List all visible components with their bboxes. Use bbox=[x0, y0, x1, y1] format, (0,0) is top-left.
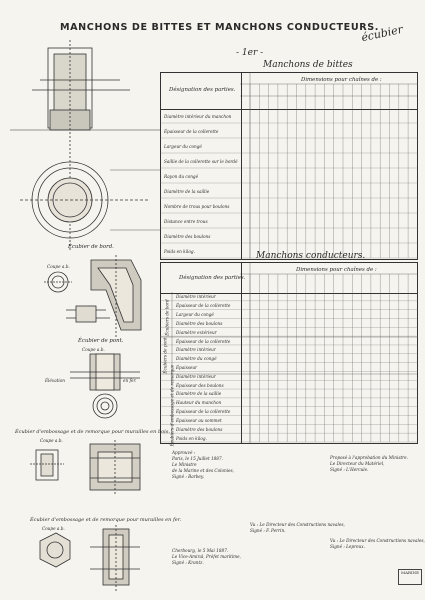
conductor-sleeve-table: Désignation des parties. Dimensions pour… bbox=[160, 262, 418, 447]
page-title: MANCHONS DE BITTES ET MANCHONS CONDUCTEU… bbox=[60, 22, 379, 33]
table2-designation-header: Désignation des parties. bbox=[179, 275, 246, 281]
hawse-pipe-bord-drawing bbox=[44, 255, 142, 338]
table-row-label: Épaisseur bbox=[176, 365, 198, 370]
label-coupe-1: Coupe a.b. bbox=[47, 264, 70, 269]
table-row-label: Diamètre des boulons bbox=[164, 233, 211, 239]
table1-header bbox=[161, 73, 417, 110]
table-row-label: Distance entre trous bbox=[164, 218, 208, 224]
table-row-label: Poids en kilog. bbox=[176, 435, 207, 441]
table-row-label: Épaisseur des boulons bbox=[176, 382, 224, 388]
table-row-label: Largeur du congé bbox=[176, 312, 214, 318]
footer-director: Vu : Le Directeur des Constructions nava… bbox=[250, 522, 345, 533]
table-row-label: Épaisseur de la collerette bbox=[164, 128, 219, 134]
table-row-label: Diamètre extérieur bbox=[176, 329, 217, 335]
table2-designation-column bbox=[161, 263, 242, 443]
label-elevation: Élévation bbox=[45, 378, 65, 383]
table1-designation-header: Désignation des parties. bbox=[169, 87, 236, 93]
footer-approved-left: Approuvé :Paris, le 15 Juillet 1887.Le M… bbox=[172, 450, 234, 479]
label-ecubier-bord: Écubier de bord. bbox=[68, 244, 114, 250]
label-ecubier-bois: Écubier d'embossage et de remorque pour … bbox=[15, 429, 170, 435]
label-coupe-3: Coupe a.b. bbox=[40, 438, 63, 443]
hawse-pipe-bois-drawing bbox=[30, 440, 141, 496]
table-row-label: Poids en kilog. bbox=[164, 248, 195, 254]
group-label-pont: Écubiers de pont bbox=[162, 337, 168, 374]
table2-grid bbox=[160, 262, 418, 444]
table-row-label: Diamètre de la saillie bbox=[164, 188, 210, 194]
table-row-label: Épaisseur de la collerette bbox=[176, 338, 231, 344]
label-en-fer: en fer. bbox=[123, 378, 137, 383]
table-row-label: Diamètre intérieur du manchon bbox=[164, 113, 232, 119]
table-row-label: Hauteur du manchon bbox=[176, 400, 222, 406]
table-row-label: Diamètre intérieur bbox=[176, 347, 216, 353]
label-ecubier-pont: Écubier de pont. bbox=[78, 338, 124, 344]
group-label-bord: Écubiers de bord bbox=[164, 299, 170, 336]
label-ecubier-acier: Écubier d'embossage et de remorque pour … bbox=[30, 517, 182, 523]
table-row-label: Épaisseur de la collerette bbox=[176, 409, 231, 415]
label-coupe-2: Coupe a.b. bbox=[82, 347, 105, 352]
footer-approved-right: Proposé à l'approbation du Ministre.Le D… bbox=[330, 455, 408, 472]
table-row-label: Nombre de trous pour boulons bbox=[164, 203, 230, 209]
table1-title: Manchons de bittes bbox=[263, 60, 353, 70]
footer-inspector: Vu : Le Directeur des Constructions nava… bbox=[330, 538, 425, 549]
bitt-sleeve-drawing bbox=[10, 40, 160, 250]
table-row-label: Épaisseur de la collerette bbox=[176, 303, 231, 309]
table-row-label: Diamètre des boulons bbox=[176, 426, 223, 432]
table-row-label: Largeur du congé bbox=[164, 143, 202, 149]
footer-cherbourg: Cherbourg, le 5 Mai 1887.Le Vice-Amiral,… bbox=[172, 548, 241, 565]
table2-dimensions-header: Dimensions pour chaînes de : bbox=[296, 267, 377, 273]
table1-dimensions-header: Dimensions pour chaînes de : bbox=[301, 77, 382, 83]
table-row-label: Diamètre de la saillie bbox=[176, 391, 222, 397]
table-row-label: Épaisseur au sommet bbox=[176, 417, 222, 423]
table2-title: Manchons conducteurs. bbox=[256, 251, 366, 261]
table-row-label: Rayon du congé bbox=[164, 173, 199, 179]
hawse-pipe-pont-drawing bbox=[70, 353, 140, 419]
group-label-embossage: Écubiers d'embossage et de remorque bbox=[169, 364, 175, 447]
marine-stamp: MARINE bbox=[398, 569, 422, 585]
bitt-sleeve-table: Désignation des parties. Dimensions pour… bbox=[160, 72, 418, 260]
table2-header bbox=[161, 263, 417, 294]
table-row-label: Diamètre du congé bbox=[176, 356, 217, 362]
handwritten-mark: - 1er - bbox=[236, 48, 264, 58]
table-row-label: Diamètre des boulons bbox=[176, 320, 223, 326]
table-row-label: Diamètre intérieur bbox=[176, 373, 216, 379]
table1-designation-column bbox=[161, 73, 242, 259]
table-row-label: Saillie de la collerette sur le bordé bbox=[164, 158, 238, 164]
table-row-label: Diamètre intérieur bbox=[176, 294, 216, 300]
table1-grid bbox=[160, 72, 418, 260]
hawse-pipe-acier-drawing bbox=[39, 525, 140, 591]
label-coupe-4: Coupe a.b. bbox=[42, 526, 65, 531]
